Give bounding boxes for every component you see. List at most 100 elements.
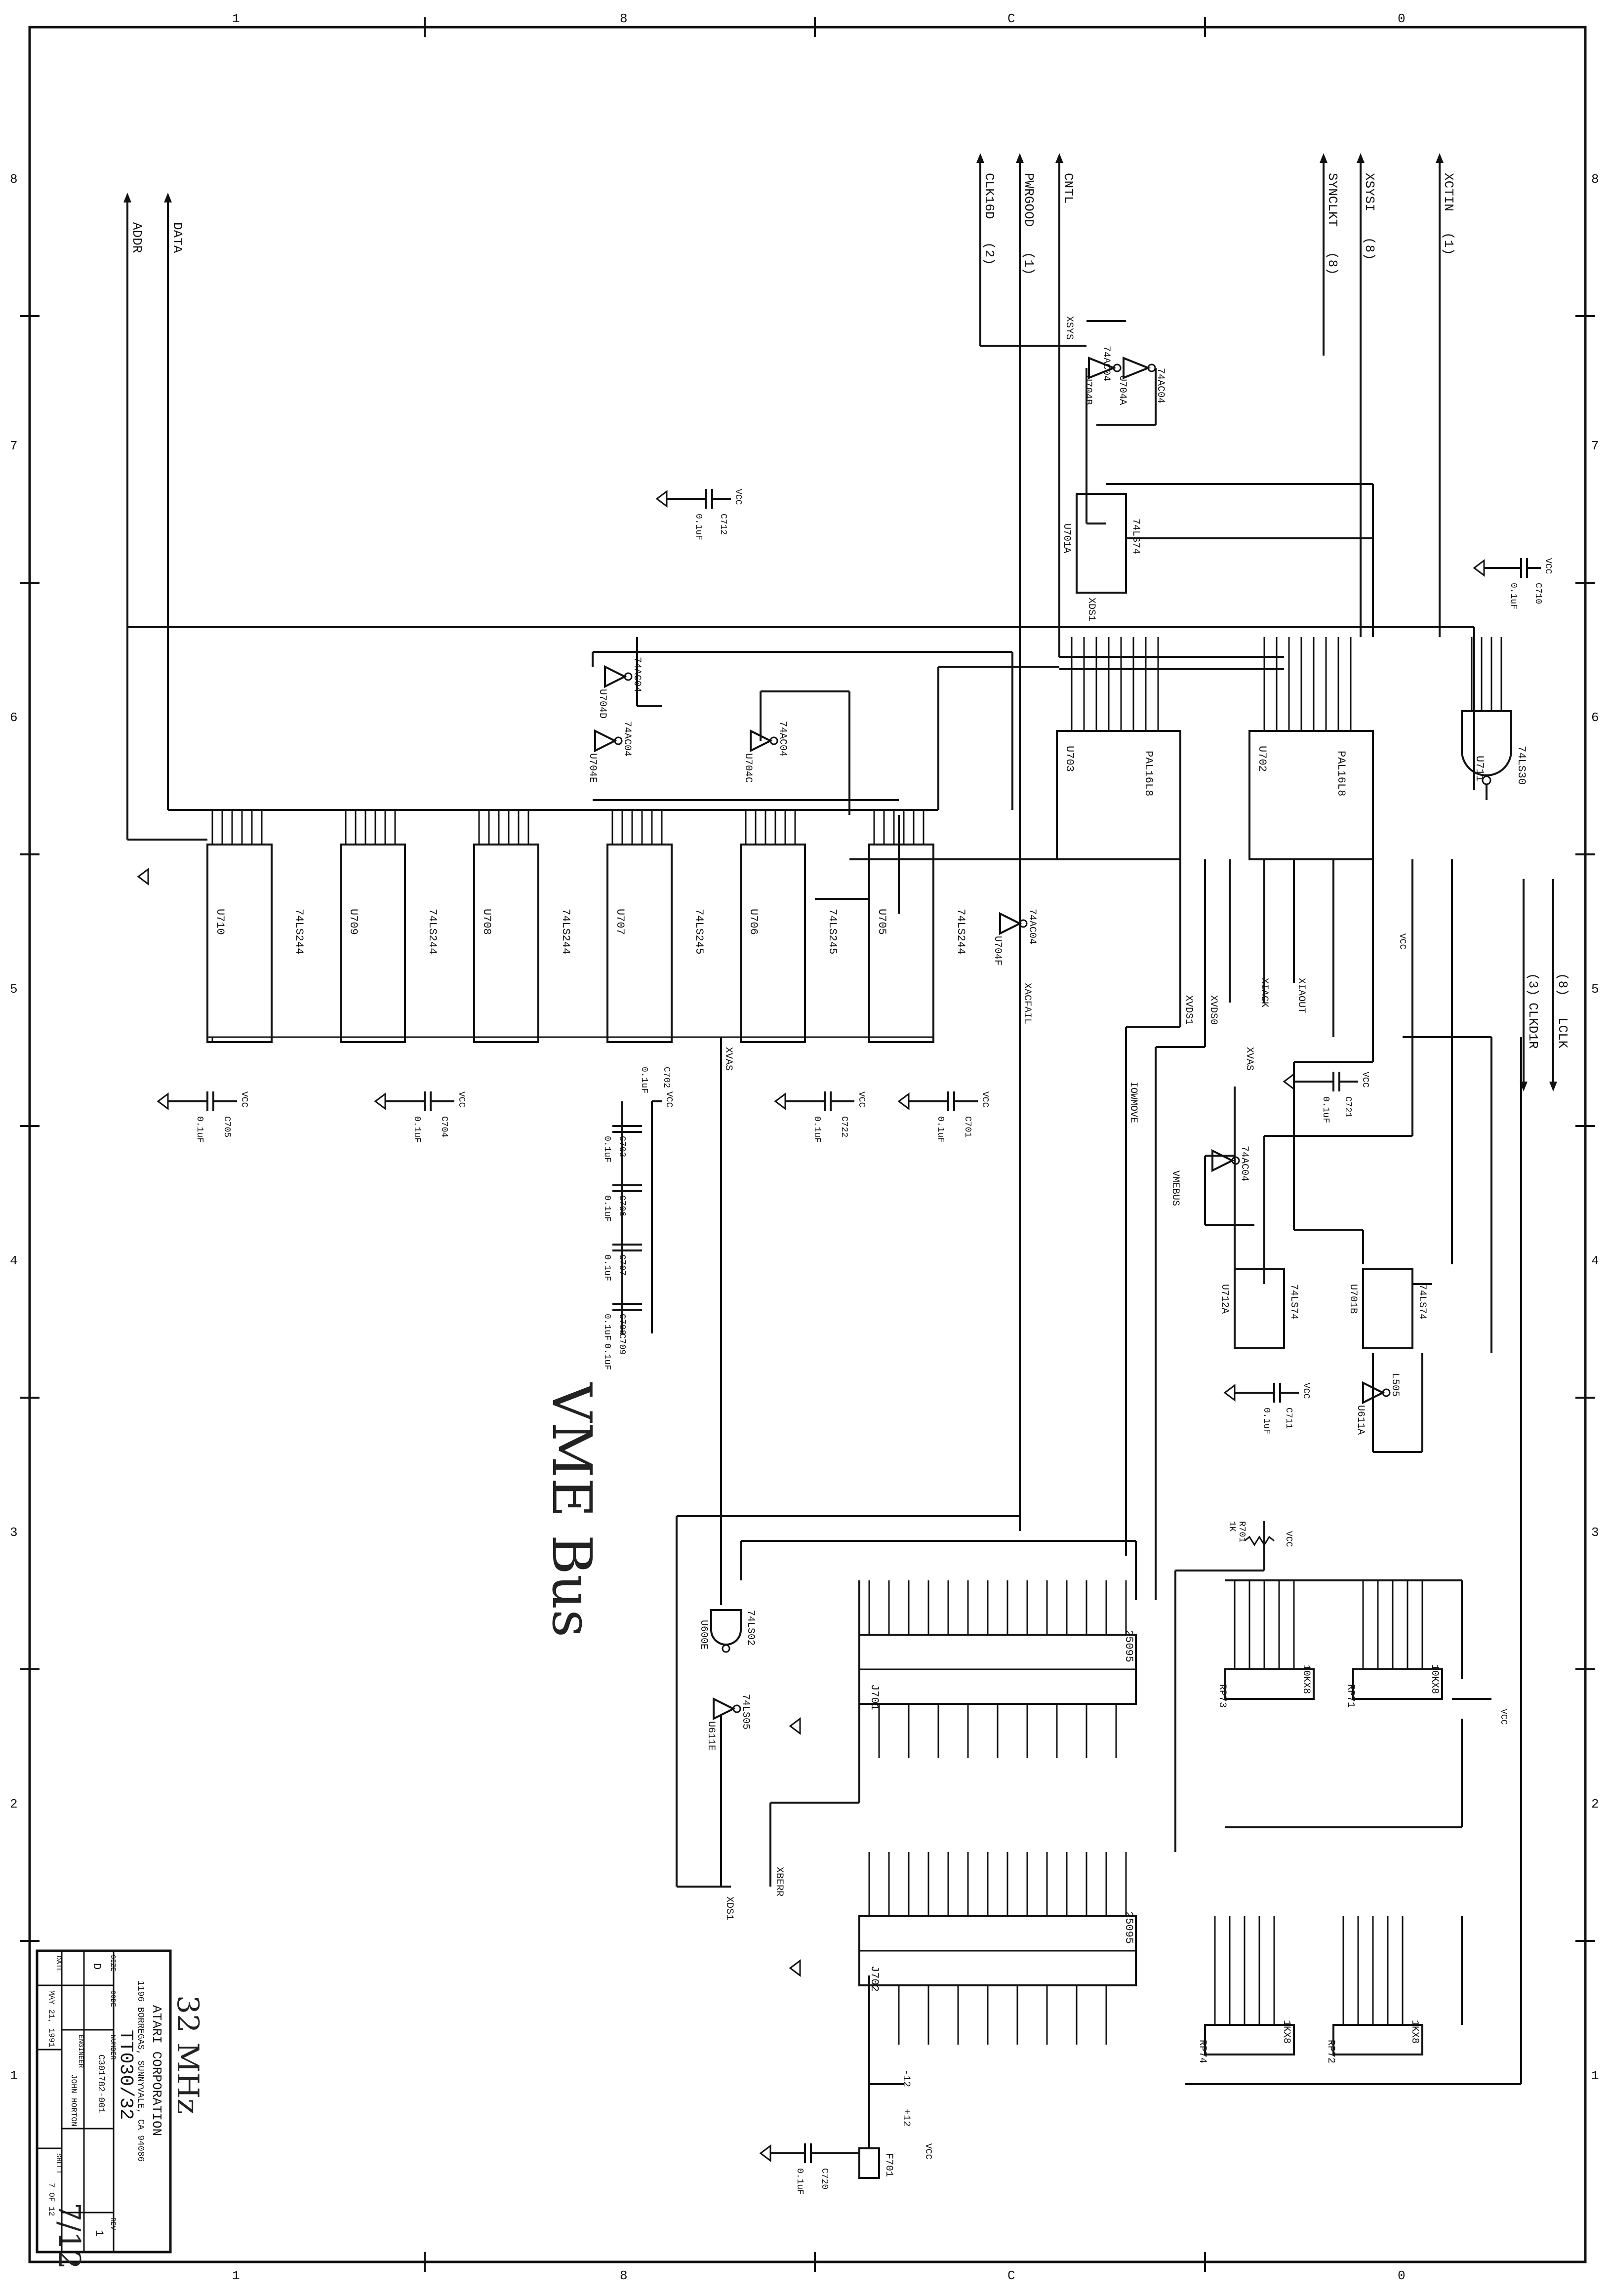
rp72-ref: RP72	[1325, 2040, 1336, 2063]
u704e-inverter: U704E 74AC04	[587, 721, 633, 783]
title-date-label: DATE	[54, 1956, 62, 1973]
cap-c721-ref: C721	[1343, 1096, 1353, 1118]
net-xsys: XSYS	[1063, 316, 1075, 340]
cap-c702-value: 0.1uF	[639, 1067, 649, 1093]
title-size-label: SIZE	[109, 1955, 117, 1972]
u704a-inverter: U704A 74AC04	[1117, 357, 1166, 405]
zone-right-6: 6	[1591, 710, 1599, 725]
net-xvas-2: XVAS	[1244, 1047, 1255, 1071]
title-size: D	[90, 1963, 103, 1970]
u705-buffer: U705 74LS244	[868, 844, 967, 1043]
u701b-flipflop: U701B 74LS74	[1347, 1268, 1428, 1349]
signal-clkd1r-suffix: (3)	[1526, 973, 1540, 996]
cap-c701-vcc: VCC	[980, 1091, 990, 1108]
title-engineer-label: ENGINEER	[77, 2035, 84, 2068]
u701a-type: 74LS74	[1130, 519, 1141, 554]
net-xvas: XVAS	[723, 1047, 734, 1071]
ground-symbols	[137, 490, 1485, 2162]
minus12-label: -12	[900, 2069, 912, 2087]
cap-c708-ref: C708	[617, 1314, 627, 1335]
zone-side-1: 1	[10, 2068, 18, 2083]
u600f-inverter: U704F 74AC04	[992, 909, 1038, 966]
rp74-ref: RP74	[1197, 2040, 1208, 2063]
signal-lclk-suffix: (8)	[1555, 973, 1570, 996]
cap-c705: C705 0.1uF VCC	[168, 1091, 249, 1143]
vme-bus-annotation: VME Bus	[540, 1382, 603, 1637]
cap-c720-ref: C720	[819, 2168, 829, 2189]
zone-side-4: 4	[10, 1253, 18, 1268]
u711-ref: U711	[1473, 756, 1486, 782]
cap-c710-vcc: VCC	[1543, 558, 1553, 574]
u706-ref: U706	[747, 909, 760, 935]
cap-c707-value: 0.1uF	[602, 1254, 612, 1281]
vcc-u702: VCC	[1397, 933, 1407, 950]
title-sheet-label: SHEET	[54, 2153, 62, 2174]
u706-type: 74LS245	[826, 909, 839, 954]
u701b-type: 74LS74	[1416, 1284, 1428, 1320]
net-vmebus: VMEBUS	[1169, 1170, 1181, 1206]
u701a-ref: U701A	[1061, 524, 1072, 553]
u707-ref: U707	[614, 909, 626, 935]
u708-type: 74LS244	[560, 909, 572, 954]
cap-c720-value: 0.1uF	[795, 2168, 804, 2195]
u712a-ref: U712A	[1219, 1284, 1230, 1314]
cap-c711-value: 0.1uF	[1261, 1408, 1271, 1434]
signal-xsysi-label: XSYSI	[1362, 173, 1377, 211]
rp73-type: 10KX8	[1300, 1664, 1312, 1694]
cap-c701-value: 0.1uF	[935, 1116, 945, 1143]
u703-ref: U703	[1063, 746, 1076, 772]
zone-right-1: 1	[1591, 2068, 1599, 2083]
plus12-label: +12	[900, 2109, 912, 2127]
cap-c703-value: 0.1uF	[602, 1136, 612, 1163]
u704a-type: 74AC04	[1155, 368, 1166, 403]
cap-c705-value: 0.1uF	[195, 1116, 204, 1143]
zone-side-5: 5	[10, 982, 18, 997]
cap-c709-ref: C709	[617, 1333, 627, 1355]
connector-pin-lines	[868, 1580, 1127, 2045]
u704c-type: 74AC04	[777, 721, 788, 757]
title-address: 1196 BORREGAS, SUNNYVALE, CA 94086	[135, 1980, 145, 2162]
zone-side-3: 3	[10, 1525, 18, 1540]
cap-c704-value: 0.1uF	[412, 1116, 422, 1143]
u704b-type: 74AC04	[1100, 346, 1112, 381]
u704c-ref: U704C	[742, 753, 754, 783]
u704d-inverter: U704D 74AC04	[597, 657, 643, 719]
bus-lines	[123, 153, 1557, 1531]
speed-annotation: 32 MHz	[170, 1995, 205, 2114]
cap-c712: C712 0.1uF VCC	[667, 489, 743, 540]
u704d-type: 74AC04	[631, 657, 643, 692]
cap-c721-value: 0.1uF	[1321, 1096, 1330, 1123]
net-xds: XDS1	[724, 1896, 735, 1920]
u611a-type: L505	[1389, 1373, 1401, 1397]
j702-connector: J702 25095	[858, 1911, 1137, 1992]
zone-top-2: 8	[620, 11, 628, 26]
cap-c721-vcc: VCC	[1360, 1072, 1370, 1088]
u704b-inverter: U704B 74AC04	[1082, 346, 1122, 405]
u704a-ref: U704A	[1117, 375, 1128, 405]
title-rev: 1	[93, 2230, 105, 2236]
j701-connector: J701 25095	[858, 1630, 1137, 1710]
u704d-ref: U704D	[597, 689, 608, 719]
zone-bottom-3: C	[1007, 2268, 1015, 2283]
u701b-ref: U701B	[1347, 1284, 1359, 1314]
u611e-type: 74LS05	[740, 1694, 751, 1730]
u704b-ref: U704B	[1082, 375, 1093, 405]
cap-c701-ref: C701	[963, 1116, 972, 1137]
cap-chain: C703 0.1uF C706 0.1uF C707 0.1uF C708 0.…	[602, 1067, 674, 1370]
vcc-rp: VCC	[1498, 1709, 1508, 1725]
net-iowmove: IOWMOVE	[1127, 1082, 1139, 1123]
title-code-label: CODE	[109, 1990, 117, 2007]
cap-c703-ref: C703	[617, 1136, 627, 1157]
u704f-type: 74AC04	[1026, 909, 1038, 944]
resistor-pack-pins	[1214, 1580, 1423, 2025]
zone-side-6: 6	[10, 710, 18, 725]
supply-labels: +12 -12	[900, 2069, 912, 2127]
page-annotation: 7/12	[52, 2203, 86, 2269]
cap-c710: C710 0.1uF VCC	[1484, 558, 1553, 609]
rp72-resistor-pack: RP72 1KX8	[1325, 2020, 1423, 2063]
u711-type: 74LS30	[1515, 746, 1528, 785]
cap-c704-ref: C704	[439, 1116, 449, 1137]
u702-ref: U702	[1256, 746, 1268, 772]
u704g-inverter: 74AC04	[1211, 1146, 1250, 1181]
